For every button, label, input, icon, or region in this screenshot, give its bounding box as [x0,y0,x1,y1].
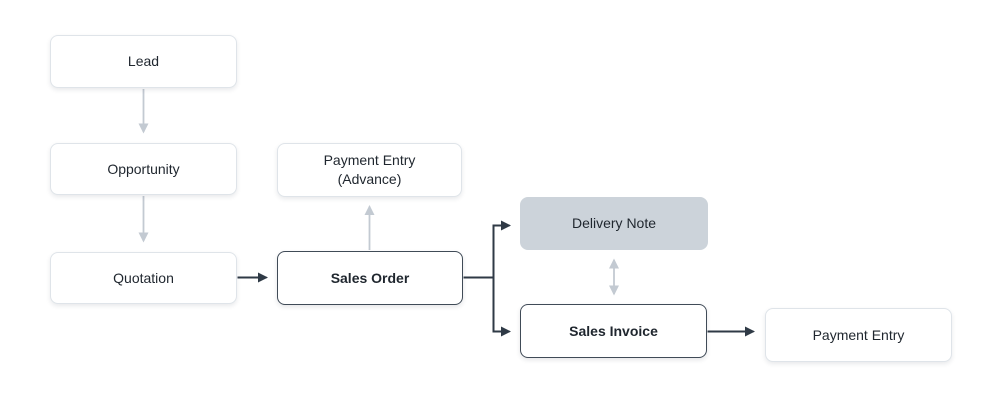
node-opportunity: Opportunity [50,143,237,195]
node-sales-order: Sales Order [277,251,463,305]
node-opportunity-label: Opportunity [107,160,180,177]
node-delivery-note-label: Delivery Note [571,215,657,231]
node-sales-order-label: Sales Order [330,269,410,286]
node-quotation-label: Quotation [113,269,174,286]
node-payment-entry: Payment Entry [765,308,952,362]
node-sales-invoice-label: Sales Invoice [569,322,658,339]
edge-sales-order-branch-trunk [463,225,495,332]
node-lead-label: Lead [127,53,160,69]
node-payment-entry-advance: Payment Entry (Advance) [277,143,462,197]
node-delivery-note: Delivery Note [520,197,708,250]
node-quotation: Quotation [50,252,237,304]
node-payment-entry-advance-label: Payment Entry (Advance) [323,152,416,187]
node-payment-entry-label: Payment Entry [812,326,905,343]
node-lead: Lead [50,35,237,88]
node-sales-invoice: Sales Invoice [520,304,707,358]
